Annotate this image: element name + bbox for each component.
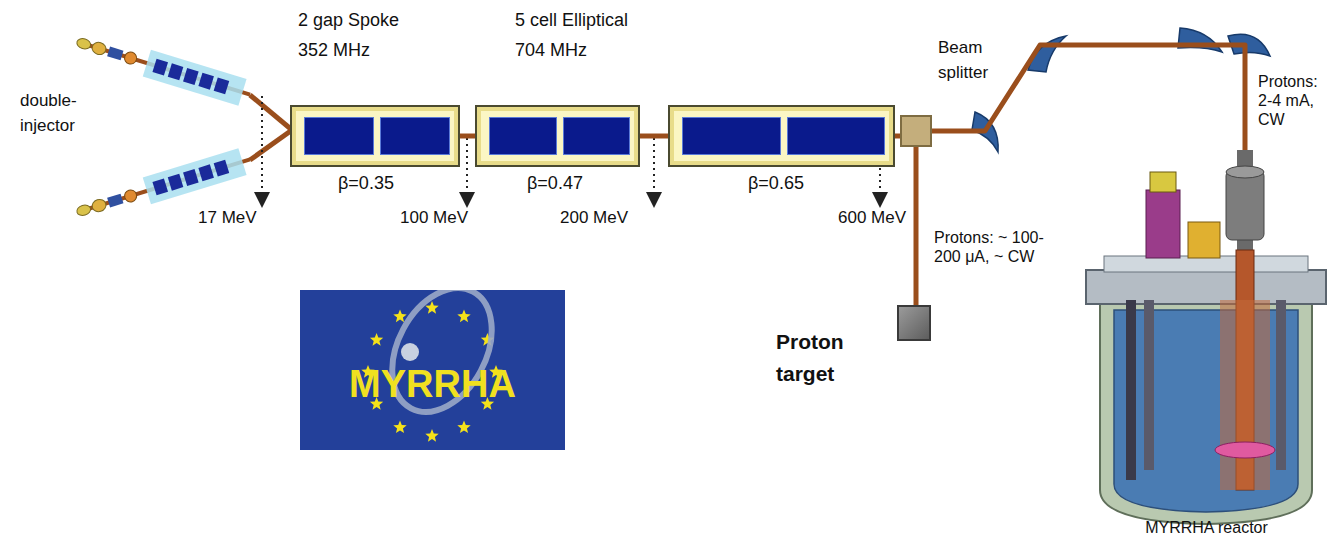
component-node: β=0.65	[668, 5, 895, 205]
logo-star	[457, 420, 470, 433]
handling-top	[1150, 172, 1176, 192]
component-node: 2 gap Spoke 352 MHz β=0.35	[290, 5, 460, 205]
cavity-cell	[489, 117, 557, 155]
energy-label: 200 MeV	[560, 208, 640, 228]
reactor-vessel	[1100, 300, 1312, 524]
injector-beamline	[250, 95, 292, 160]
beam-line	[640, 134, 668, 139]
core-barrel	[1220, 300, 1270, 490]
component-node: Proton target	[776, 300, 936, 395]
energy-label: 100 MeV	[400, 208, 480, 228]
component-label: MYRRHA reactor	[1080, 518, 1333, 537]
beam-splitter-box	[900, 115, 932, 147]
logo-ball	[401, 343, 419, 361]
heat-exchanger	[1126, 300, 1136, 480]
proton-target-box	[897, 305, 931, 341]
component-label: β=0.65	[748, 173, 828, 195]
cavity-cell	[380, 117, 450, 155]
energy-label: 17 MeV	[198, 208, 278, 228]
injector-top	[73, 28, 254, 108]
component-label: Proton target	[776, 326, 876, 390]
cryomodule-box	[668, 105, 895, 167]
component-node: 5 cell Elliptical 704 MHzβ=0.47	[475, 5, 640, 205]
beam-line	[932, 45, 1245, 150]
reactor-node: MYRRHA reactor	[1080, 150, 1333, 544]
beam-column-top	[1226, 166, 1264, 178]
component-heading: 5 cell Elliptical 704 MHz	[515, 5, 655, 65]
reactor-core	[1215, 442, 1275, 458]
reactor-cover	[1086, 270, 1326, 304]
cavity-cell	[563, 117, 631, 155]
component-label: Beam splitter	[938, 35, 1008, 85]
component-label: MYRRHA	[300, 362, 565, 406]
reactor-illustration	[1080, 150, 1333, 544]
beam-current-label: Protons: ~ 100-200 μA, ~ CW	[934, 228, 1054, 266]
beam-line	[914, 147, 919, 305]
logo-star	[393, 310, 406, 323]
energy-label: 600 MeV	[838, 208, 918, 228]
component-node: Beam splitter	[898, 35, 1010, 150]
injector-label: double-injector	[20, 88, 100, 138]
pump-2	[1276, 300, 1286, 470]
logo-box: MYRRHA	[300, 290, 565, 450]
beam-current-label: Protons: 2-4 mA, CW	[1258, 72, 1328, 130]
beam-column	[1226, 170, 1264, 240]
cavity-cell	[304, 117, 374, 155]
cavity-cell	[787, 117, 886, 155]
cryomodule-box	[290, 105, 460, 167]
logo-star	[457, 310, 470, 323]
cavity-cell	[682, 117, 781, 155]
component-heading: 2 gap Spoke 352 MHz	[298, 5, 416, 65]
logo-star	[370, 333, 383, 346]
component-label: β=0.35	[338, 173, 418, 195]
logo-star	[393, 420, 406, 433]
handling-machine	[1146, 190, 1180, 258]
yellow-unit	[1188, 222, 1220, 258]
logo-star	[425, 429, 438, 442]
cryomodule-box	[475, 105, 640, 167]
reactor-pool	[1114, 310, 1298, 512]
logo-orbit	[372, 290, 512, 429]
component-label: β=0.47	[527, 173, 607, 195]
beam-line	[460, 134, 475, 139]
pump	[1144, 300, 1154, 470]
